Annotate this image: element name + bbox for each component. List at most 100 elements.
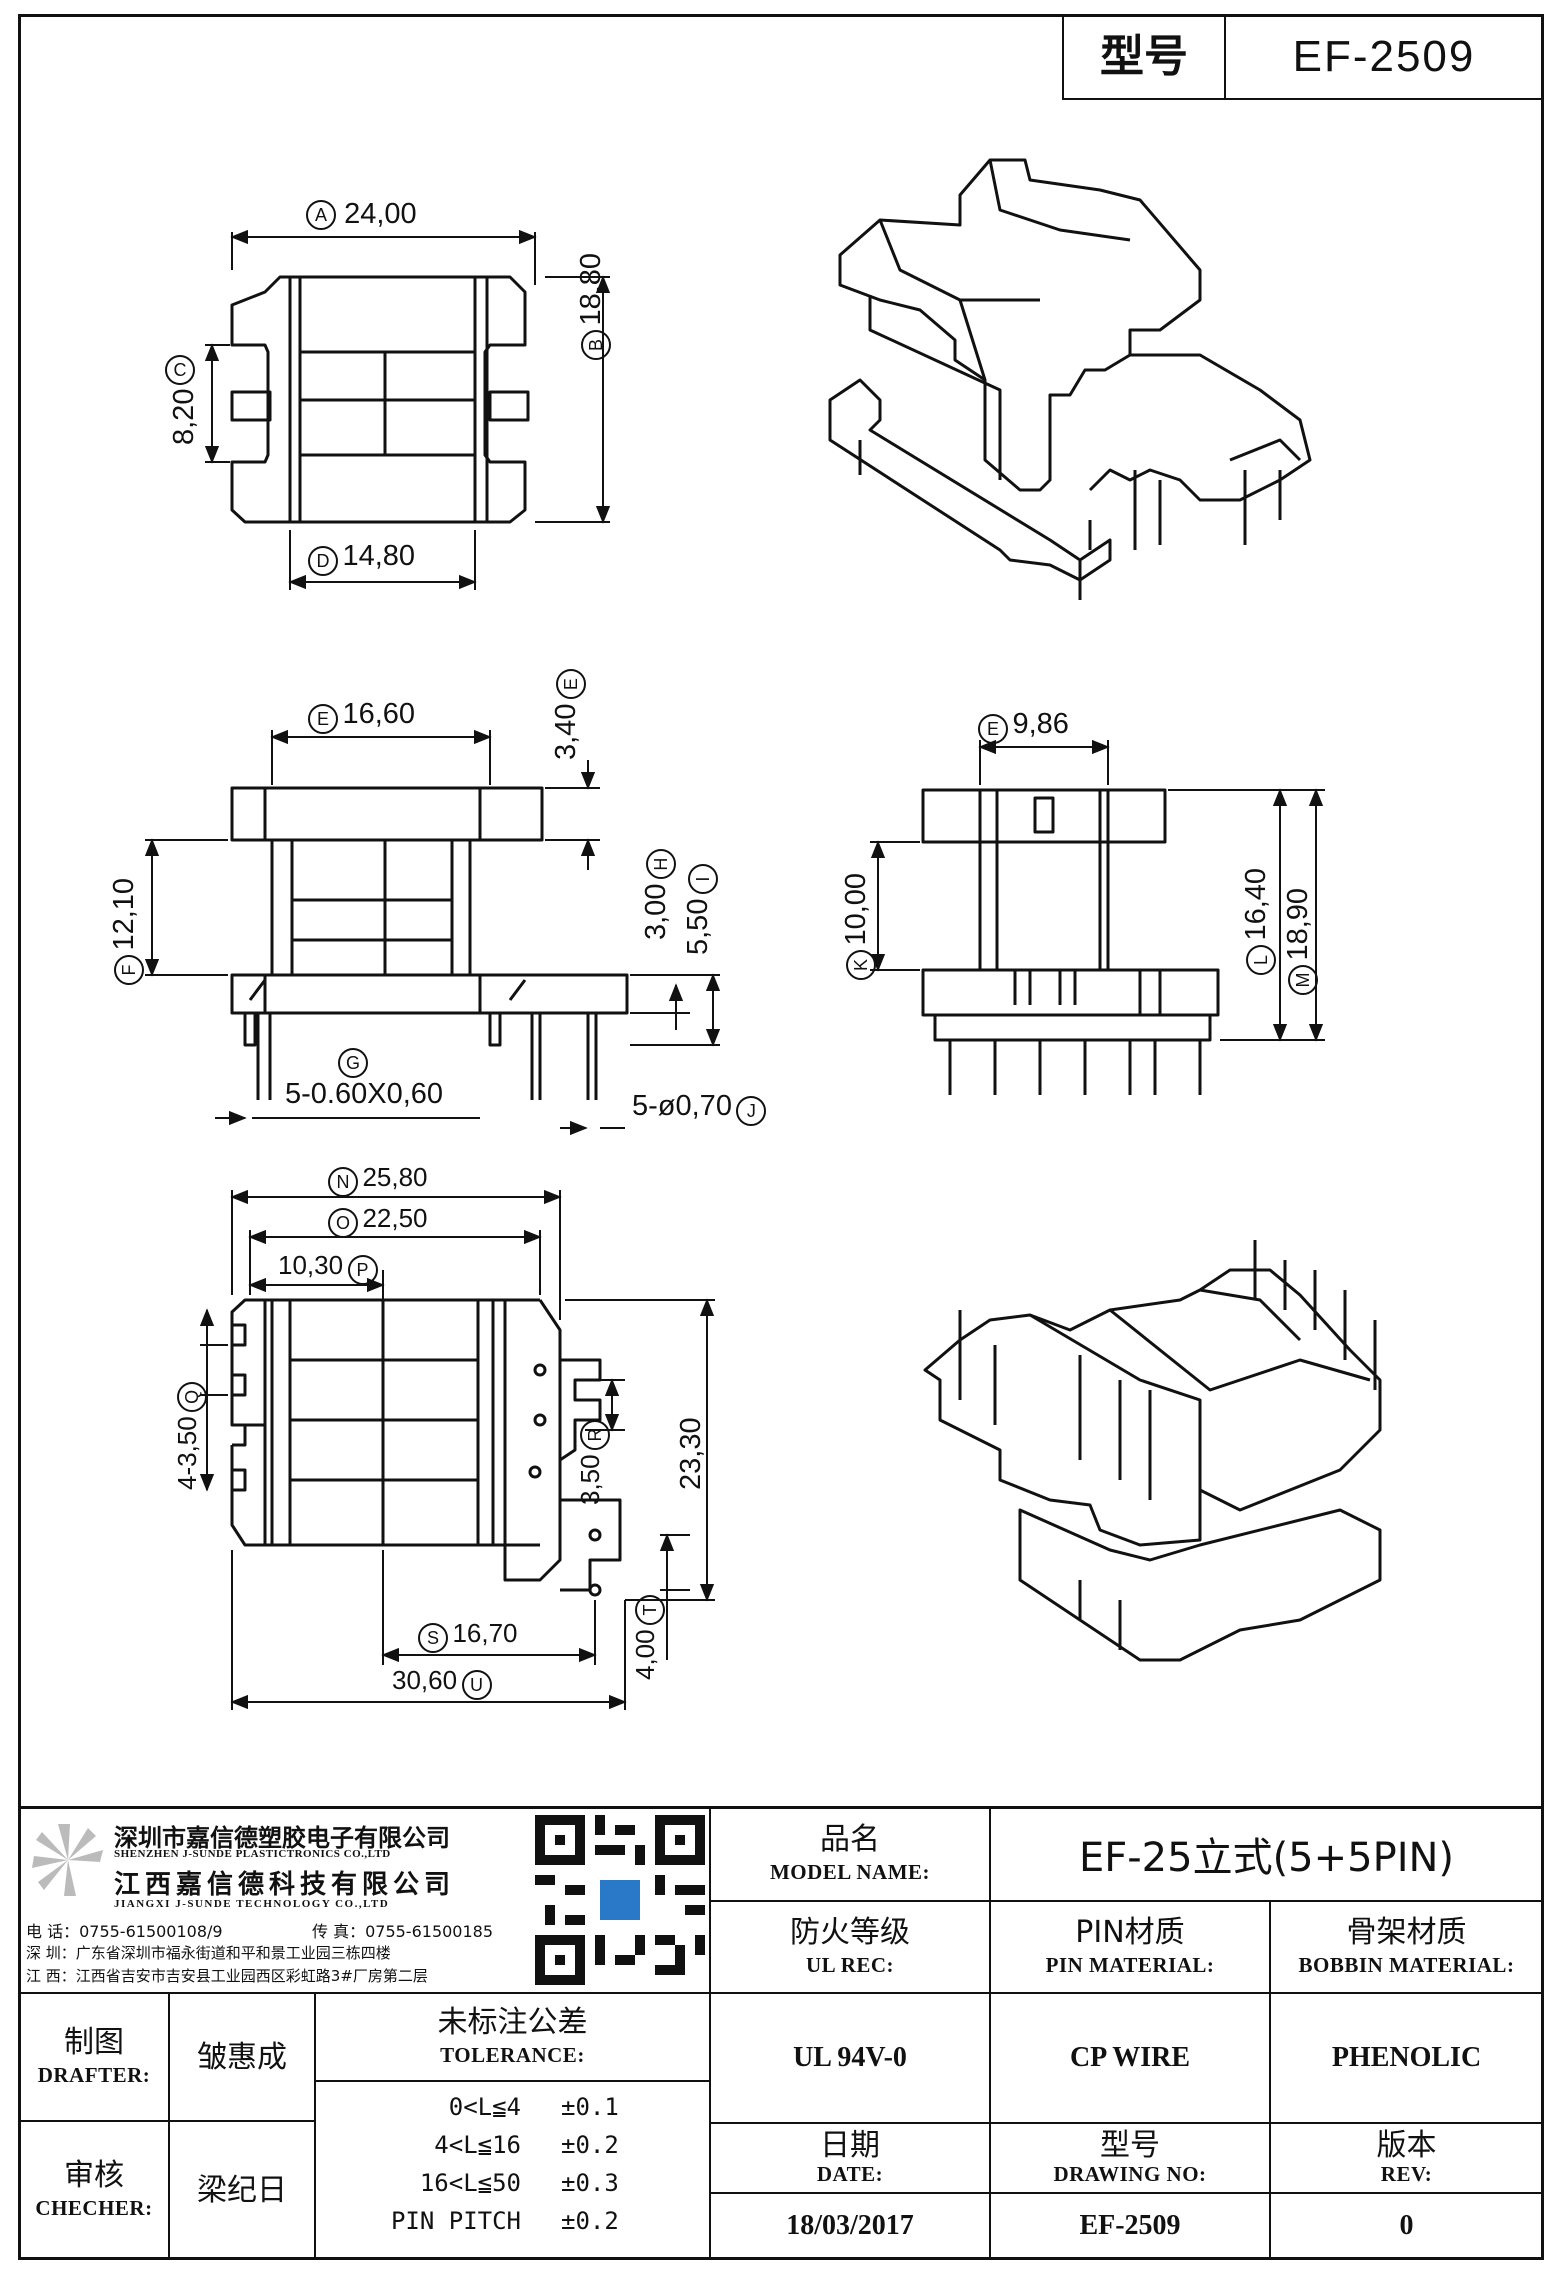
tolerance-row: 4<L≦16±0.2 bbox=[434, 2131, 619, 2159]
bobbin-cn: 骨架材质 bbox=[1346, 1915, 1467, 1950]
drafter-en: DRAFTER: bbox=[37, 2063, 151, 2087]
model-name-value: EF-25立式(5+5PIN) bbox=[1078, 1835, 1455, 1881]
ul-en: UL REC: bbox=[805, 1953, 895, 1977]
dim-J: 5-ø0,70 J bbox=[632, 1090, 767, 1126]
company-name-jx-en: JIANGXI J-SUNDE TECHNOLOGY CO.,LTD bbox=[114, 1898, 390, 1910]
bobbin-en: BOBBIN MATERIAL: bbox=[1298, 1953, 1515, 1977]
model-value: EF-2509 bbox=[1292, 32, 1476, 81]
company-logo-icon bbox=[32, 1824, 103, 1896]
rev-value: 0 bbox=[1399, 2210, 1414, 2241]
date-value-cell: 18/03/2017 bbox=[709, 2192, 991, 2260]
rev-en: REV: bbox=[1380, 2162, 1433, 2186]
model-name-cn: 品名 bbox=[819, 1822, 880, 1857]
model-label-cell: 型号 bbox=[1062, 14, 1226, 100]
dim-E-side: E 9,86 bbox=[978, 708, 1069, 744]
side-view bbox=[870, 739, 1325, 1095]
dim-M: M 18,90 bbox=[1282, 888, 1318, 995]
drawno-en: DRAWING NO: bbox=[1053, 2162, 1207, 2186]
tolerance-en: TOLERANCE: bbox=[440, 2043, 585, 2067]
model-value-cell: EF-2509 bbox=[1224, 14, 1544, 100]
dim-overall-height: 23,30 bbox=[675, 1417, 707, 1490]
tolerance-row: 16<L≦50±0.3 bbox=[419, 2169, 619, 2197]
drafter-label-cell: 制图 DRAFTER: bbox=[18, 1992, 170, 2122]
checker-value: 梁纪日 bbox=[197, 2172, 287, 2208]
tolerance-rows: 0<L≦4±0.1 4<L≦16±0.2 16<L≦50±0.3 PIN PIT… bbox=[316, 2088, 709, 2240]
dimension-labels: A 24,00 B 18,80 C 8,20 D 14,80 E 16,60 3… bbox=[108, 198, 1318, 1700]
dim-G-value: 5-0.60X0,60 bbox=[285, 1078, 444, 1110]
rev-value-cell: 0 bbox=[1269, 2192, 1544, 2260]
dim-D: D 14,80 bbox=[308, 540, 415, 576]
pin-label-cell: PIN材质 PIN MATERIAL: bbox=[989, 1900, 1271, 1994]
drafter-value-cell: 皱惠成 bbox=[168, 1992, 316, 2122]
model-name-en: MODEL NAME: bbox=[769, 1860, 931, 1884]
bottom-view bbox=[199, 1189, 715, 1710]
isometric-view-bottom bbox=[923, 1240, 1382, 1662]
front-view bbox=[144, 729, 721, 1136]
drafter-cn: 制图 bbox=[64, 2025, 124, 2060]
model-name-value-cell: EF-25立式(5+5PIN) bbox=[989, 1806, 1544, 1902]
drawno-value-cell: EF-2509 bbox=[989, 2192, 1271, 2260]
tolerance-row: PIN PITCH±0.2 bbox=[390, 2207, 619, 2235]
checker-label-cell: 审核 CHECHER: bbox=[18, 2120, 170, 2260]
tolerance-table: 0<L≦4±0.1 4<L≦16±0.2 16<L≦50±0.3 PIN PIT… bbox=[314, 2080, 711, 2260]
dim-I: 5,50 I bbox=[682, 864, 718, 955]
bobbin-label-cell: 骨架材质 BOBBIN MATERIAL: bbox=[1269, 1900, 1544, 1994]
tolerance-row: 0<L≦4±0.1 bbox=[448, 2093, 619, 2121]
dim-S: S 16,70 bbox=[418, 1618, 518, 1653]
dim-F: F 12,10 bbox=[108, 878, 144, 985]
top-view bbox=[204, 229, 611, 590]
checker-value-cell: 梁纪日 bbox=[168, 2120, 316, 2260]
company-fax: 传 真：0755-61500185 bbox=[312, 1922, 494, 1941]
pin-value: CP WIRE bbox=[1069, 2042, 1191, 2073]
dim-B: B 18,80 bbox=[575, 253, 611, 360]
model-label: 型号 bbox=[1100, 30, 1188, 82]
bobbin-value-cell: PHENOLIC bbox=[1269, 1992, 1544, 2124]
ul-value: UL 94V-0 bbox=[793, 2042, 907, 2073]
company-address-sz: 深 圳：广东省深圳市福永街道和平和景工业园三栋四楼 bbox=[26, 1944, 391, 1962]
pin-cn: PIN材质 bbox=[1075, 1915, 1185, 1950]
dim-C-value: 8,20 bbox=[168, 388, 200, 445]
dim-A: A 24,00 bbox=[306, 198, 417, 231]
dim-Q: 4-3,50 Q bbox=[172, 1381, 207, 1490]
pin-en: PIN MATERIAL: bbox=[1045, 1953, 1215, 1977]
rev-cn: 版本 bbox=[1376, 2128, 1437, 2163]
checker-cn: 审核 bbox=[64, 2158, 124, 2193]
company-block: 深圳市嘉信德塑胶电子有限公司 SHENZHEN J-SUNDE PLASTICT… bbox=[22, 1812, 534, 1990]
date-cn: 日期 bbox=[820, 2128, 880, 2163]
qr-code-icon bbox=[535, 1815, 705, 1985]
pin-value-cell: CP WIRE bbox=[989, 1992, 1271, 2124]
drafter-value: 皱惠成 bbox=[197, 2039, 287, 2075]
date-en: DATE: bbox=[816, 2162, 884, 2186]
dim-P: 10,30 P bbox=[278, 1250, 378, 1285]
technical-drawing bbox=[144, 158, 1382, 1710]
isometric-view-top bbox=[828, 158, 1312, 600]
company-name-sz-en: SHENZHEN J-SUNDE PLASTICTRONICS CO.,LTD bbox=[114, 1848, 391, 1860]
tolerance-cn: 未标注公差 bbox=[437, 2005, 588, 2040]
dim-U: 30,60 U bbox=[392, 1665, 492, 1700]
dim-G-label: G bbox=[338, 1048, 368, 1078]
dim-N: N 25,80 bbox=[328, 1162, 428, 1197]
dim-K: K 10,00 bbox=[840, 873, 876, 980]
company-name-jx: 江西嘉信德科技有限公司 bbox=[114, 1870, 456, 1900]
dim-H: 3,00 H bbox=[640, 849, 676, 940]
dim-T: 4,00 T bbox=[630, 1594, 665, 1680]
company-name-sz: 深圳市嘉信德塑胶电子有限公司 bbox=[114, 1824, 450, 1852]
dim-O: O 22,50 bbox=[328, 1203, 428, 1238]
model-name-label-cell: 品名 MODEL NAME: bbox=[709, 1806, 991, 1902]
ul-value-cell: UL 94V-0 bbox=[709, 1992, 991, 2124]
date-value: 18/03/2017 bbox=[786, 2210, 914, 2241]
bobbin-value: PHENOLIC bbox=[1331, 2042, 1482, 2073]
company-phone: 电 话：0755-61500108/9 bbox=[26, 1922, 223, 1941]
drawno-cn: 型号 bbox=[1100, 2128, 1160, 2163]
dim-E-height: 3,40 E bbox=[550, 669, 586, 760]
dim-E-width: E 16,60 bbox=[308, 698, 415, 734]
dim-C-label: C bbox=[165, 355, 195, 385]
dim-R: 3,50 R bbox=[575, 1419, 610, 1505]
checker-en: CHECHER: bbox=[35, 2196, 153, 2220]
tolerance-header-cell: 未标注公差 TOLERANCE: bbox=[314, 1992, 711, 2082]
drawno-value: EF-2509 bbox=[1079, 2210, 1181, 2241]
